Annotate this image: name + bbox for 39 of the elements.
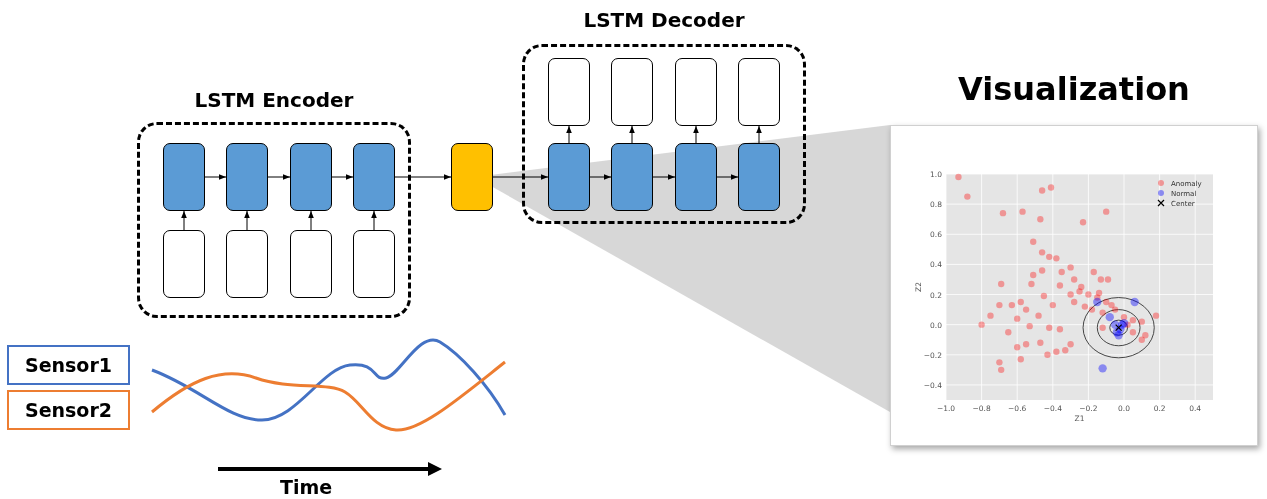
arrow (693, 125, 699, 144)
arrow (204, 174, 227, 180)
lstm-cell (738, 143, 780, 211)
latent-vector-box (451, 143, 493, 211)
output-box (611, 58, 653, 126)
arrow (244, 210, 250, 231)
arrow (566, 125, 572, 144)
arrow (629, 125, 635, 144)
group-title: LSTM Decoder (582, 8, 746, 32)
sensor-label: Sensor1 (7, 345, 130, 385)
axis-caption: Time (280, 476, 333, 498)
group-title: Visualization (957, 70, 1191, 108)
lstm-cell (675, 143, 717, 211)
arrow (394, 174, 452, 180)
lstm-cell (290, 143, 332, 211)
lstm-cell (611, 143, 653, 211)
input-box (226, 230, 268, 298)
arrow (267, 174, 291, 180)
arrow (308, 210, 314, 231)
output-box (548, 58, 590, 126)
arrow (181, 210, 187, 231)
arrow (371, 210, 377, 231)
output-box (675, 58, 717, 126)
input-box (353, 230, 395, 298)
arrow (589, 174, 612, 180)
arrow (331, 174, 354, 180)
group-title: LSTM Encoder (193, 88, 355, 112)
sensor-label: Sensor2 (7, 390, 130, 430)
lstm-cell (163, 143, 205, 211)
lstm-cell (353, 143, 395, 211)
output-box (738, 58, 780, 126)
arrow (756, 125, 762, 144)
lstm-cell (548, 143, 590, 211)
arrow (716, 174, 739, 180)
lstm-cell (226, 143, 268, 211)
input-box (163, 230, 205, 298)
arrow (652, 174, 676, 180)
arrow (492, 174, 549, 180)
input-box (290, 230, 332, 298)
